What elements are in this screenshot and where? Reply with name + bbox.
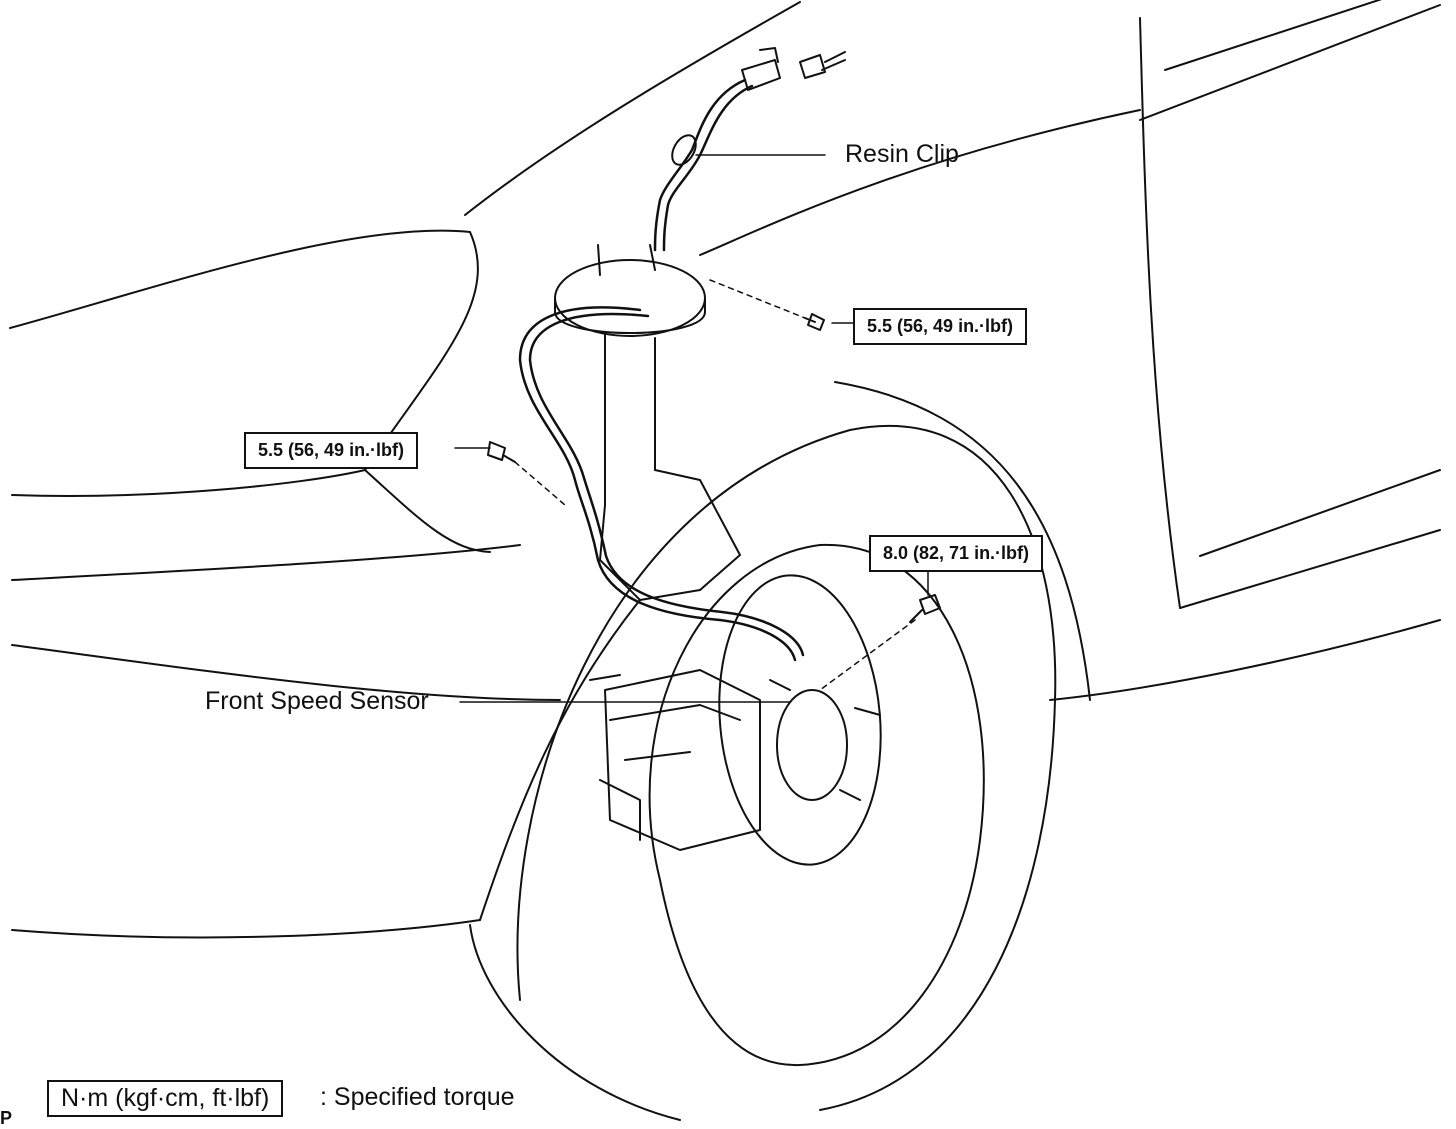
torque-callout-strut: 5.5 (56, 49 in.·lbf): [853, 308, 1028, 345]
strut-assembly: [554, 244, 741, 601]
front-speed-sensor-label: Front Speed Sensor: [205, 687, 429, 715]
resin-clip-label: Resin Clip: [845, 140, 959, 168]
brake-disc: [718, 574, 882, 866]
bolt-bracket-icon: [487, 441, 516, 463]
bolt-strut-icon: [804, 313, 825, 331]
wheel-tire: [469, 424, 1057, 1121]
assembly-dash-lines: [514, 279, 916, 691]
leader-lines: [454, 154, 929, 703]
sensor-wire: [518, 78, 805, 662]
wire-connector: [741, 47, 846, 91]
torque-callout-bracket: 5.5 (56, 49 in.·lbf): [244, 432, 419, 469]
torque-legend-meaning: : Specified torque: [320, 1083, 515, 1111]
brake-caliper: [589, 669, 761, 851]
torque-legend-unit-box: N·m (kgf·cm, ft·lbf): [47, 1080, 284, 1117]
bolt-sensor-icon: [909, 594, 941, 623]
fender-outline: [9, 229, 641, 939]
torque-callout-sensor: 8.0 (82, 71 in.·lbf): [869, 535, 1044, 572]
resin-clip: [671, 134, 697, 166]
corner-mark: P: [0, 1108, 13, 1128]
body-panel: [464, 0, 1441, 701]
